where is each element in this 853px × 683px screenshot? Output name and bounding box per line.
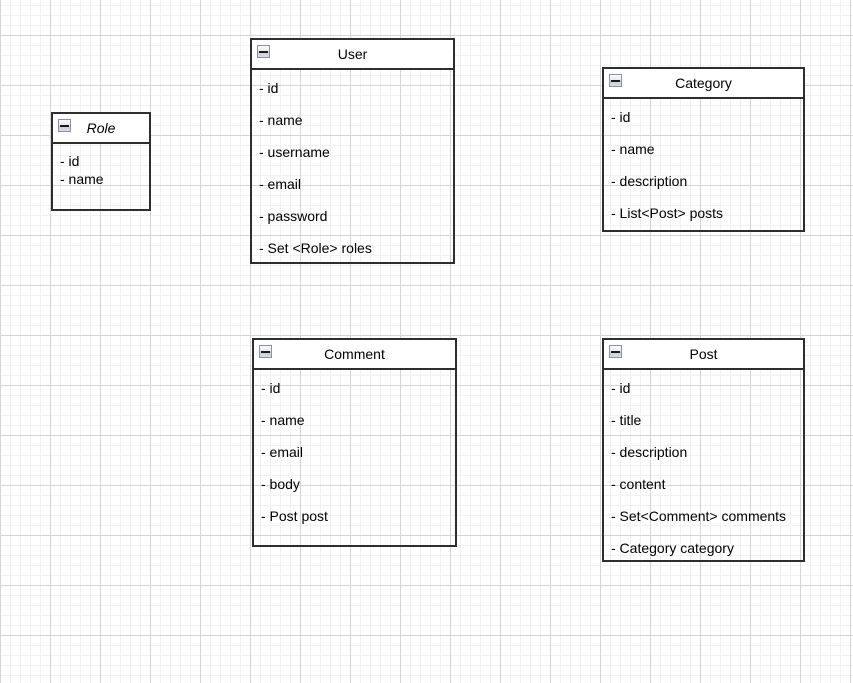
attribute-row: - description	[611, 173, 688, 189]
attribute-row: - name	[259, 112, 303, 128]
collapse-minus-icon[interactable]	[259, 345, 272, 358]
class-title: Post	[689, 346, 718, 362]
attribute-row: - Set<Comment> comments	[611, 508, 787, 524]
attribute-row: - id	[261, 380, 281, 396]
class-box-comment[interactable]: Comment - id - name - email - body - Pos…	[252, 338, 457, 547]
attribute-row: - password	[259, 208, 328, 224]
attribute-row: - name	[611, 141, 655, 157]
collapse-minus-icon[interactable]	[609, 345, 622, 358]
class-attributes: - id - name - description - List<Post> p…	[604, 99, 803, 229]
attribute-row: - id	[60, 153, 80, 169]
attribute-row: - List<Post> posts	[611, 205, 724, 221]
attribute-row: - Category category	[611, 540, 734, 556]
attribute-row: - id	[611, 380, 631, 396]
attribute-row: - Post post	[261, 508, 328, 524]
class-header: Post	[604, 340, 803, 370]
attribute-row: - email	[259, 176, 302, 192]
collapse-minus-icon[interactable]	[257, 45, 270, 58]
attribute-row: - title	[611, 412, 642, 428]
attribute-row: - username	[259, 144, 330, 160]
class-box-user[interactable]: User - id - name - username - email - pa…	[250, 38, 455, 264]
class-title: Comment	[324, 346, 385, 362]
class-header: Category	[604, 69, 803, 99]
attribute-row: - email	[261, 444, 304, 460]
class-attributes: - id - name	[53, 144, 149, 188]
class-attributes: - id - title - description - content - S…	[604, 370, 803, 564]
attribute-row: - body	[261, 476, 300, 492]
attribute-row: - name	[60, 171, 104, 187]
attribute-row: - content	[611, 476, 666, 492]
class-header: User	[252, 40, 453, 70]
class-box-post[interactable]: Post - id - title - description - conten…	[602, 338, 805, 562]
attribute-row: - name	[261, 412, 305, 428]
class-title: Category	[675, 75, 732, 91]
attribute-row: - Set <Role> roles	[259, 240, 372, 256]
attribute-row: - description	[611, 444, 688, 460]
attribute-row: - id	[259, 80, 279, 96]
attribute-row: - id	[611, 109, 631, 125]
class-box-role[interactable]: Role - id - name	[51, 112, 151, 211]
collapse-minus-icon[interactable]	[609, 74, 622, 87]
class-header: Comment	[254, 340, 455, 370]
class-attributes: - id - name - username - email - passwor…	[252, 70, 453, 264]
class-attributes: - id - name - email - body - Post post	[254, 370, 455, 532]
class-title: Role	[86, 120, 116, 136]
class-header: Role	[53, 114, 149, 144]
class-box-category[interactable]: Category - id - name - description - Lis…	[602, 67, 805, 232]
collapse-minus-icon[interactable]	[58, 119, 71, 132]
class-title: User	[337, 46, 368, 62]
